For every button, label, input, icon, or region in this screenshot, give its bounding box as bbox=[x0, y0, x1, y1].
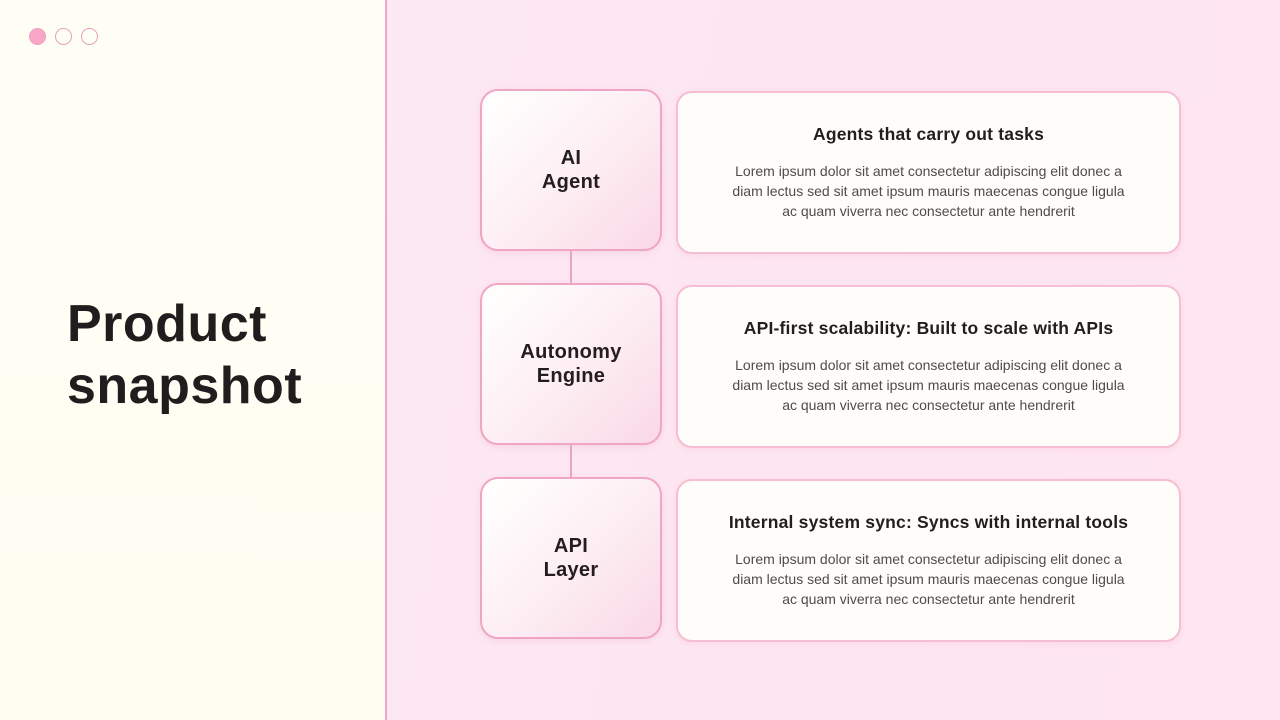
description-card: API-first scalability: Built to scale wi… bbox=[676, 285, 1181, 448]
description-card: Agents that carry out tasks Lorem ipsum … bbox=[676, 91, 1181, 254]
diagram-panel: AI Agent Agents that carry out tasks Lor… bbox=[389, 0, 1280, 720]
dot-outline-icon bbox=[55, 28, 72, 45]
node-label: Autonomy Engine bbox=[520, 341, 622, 387]
left-panel: Product snapshot bbox=[0, 0, 387, 720]
card-title: API-first scalability: Built to scale wi… bbox=[743, 318, 1114, 338]
dot-filled-icon bbox=[29, 28, 46, 45]
window-dots bbox=[29, 28, 98, 45]
card-title: Agents that carry out tasks bbox=[812, 124, 1045, 144]
node-label: API Layer bbox=[543, 535, 599, 581]
page-title: Product snapshot bbox=[67, 295, 303, 415]
dot-outline-icon bbox=[81, 28, 98, 45]
card-body: Lorem ipsum dolor sit amet consectetur a… bbox=[732, 551, 1125, 607]
description-card: Internal system sync: Syncs with interna… bbox=[676, 479, 1181, 642]
connector-line bbox=[570, 445, 572, 477]
card-body: Lorem ipsum dolor sit amet consectetur a… bbox=[732, 357, 1125, 413]
flow-node-api-layer: API Layer bbox=[480, 477, 662, 639]
flow-node-ai-agent: AI Agent bbox=[480, 89, 662, 251]
flow-node-autonomy-engine: Autonomy Engine bbox=[480, 283, 662, 445]
card-title: Internal system sync: Syncs with interna… bbox=[728, 512, 1129, 532]
card-body: Lorem ipsum dolor sit amet consectetur a… bbox=[732, 163, 1125, 219]
node-label: AI Agent bbox=[541, 147, 601, 193]
connector-line bbox=[570, 251, 572, 283]
